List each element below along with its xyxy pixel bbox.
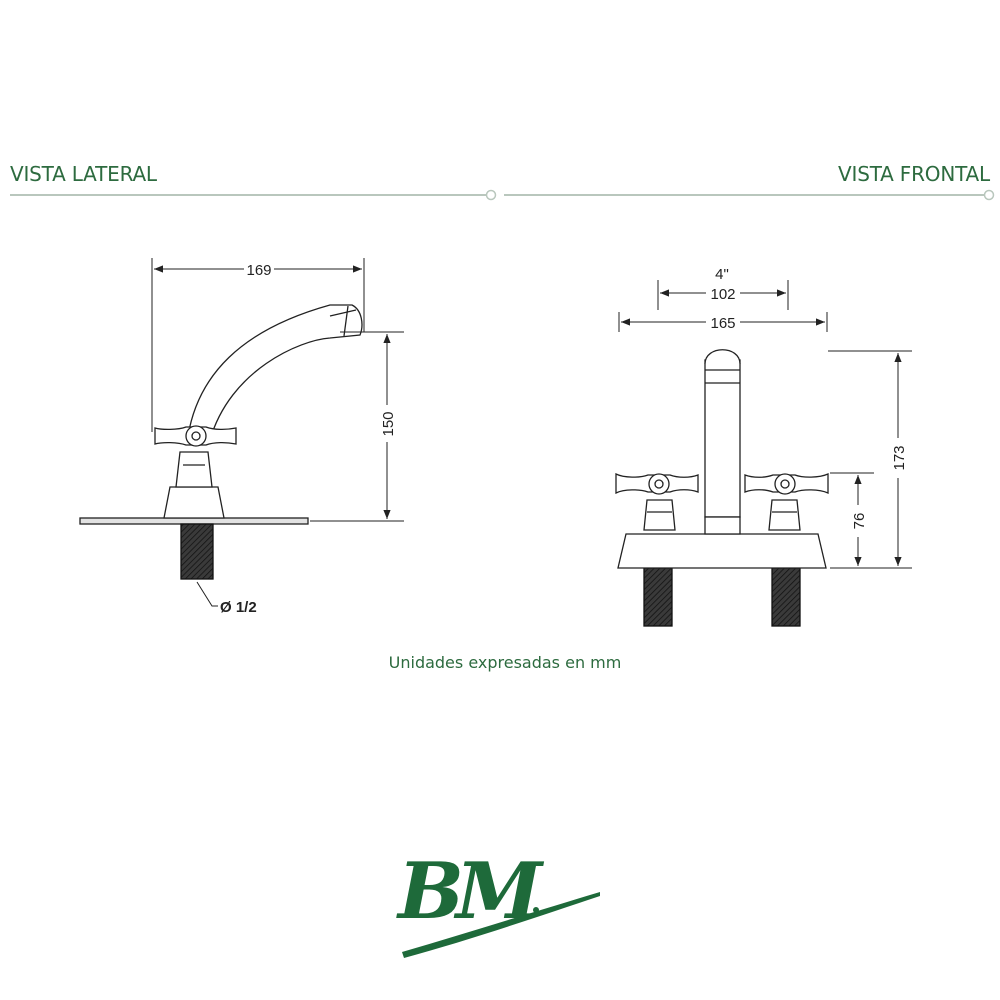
lateral-view-title: VISTA LATERAL [10,162,157,186]
frontal-faucet-drawing [615,349,829,627]
spacing-mm-label: 102 [710,286,735,303]
units-note: Unidades expresadas en mm [388,653,622,672]
frontal-dimensions [618,280,912,569]
header-rules [10,189,995,201]
lateral-width-label: 169 [246,262,271,279]
lateral-dimensions [151,258,404,607]
pipe-diameter-label: Ø 1/2 [220,599,257,616]
svg-text:BM: BM [396,846,545,937]
spacing-inches-label: 4" [715,266,729,283]
handle-height-label: 76 [851,513,868,530]
lateral-faucet-drawing [79,304,363,580]
lateral-height-label: 150 [380,411,397,436]
frontal-view-title: VISTA FRONTAL [838,162,990,186]
bm-logo: BM [396,846,600,958]
total-height-label: 173 [891,445,908,470]
frontal-width-label: 165 [710,315,735,332]
